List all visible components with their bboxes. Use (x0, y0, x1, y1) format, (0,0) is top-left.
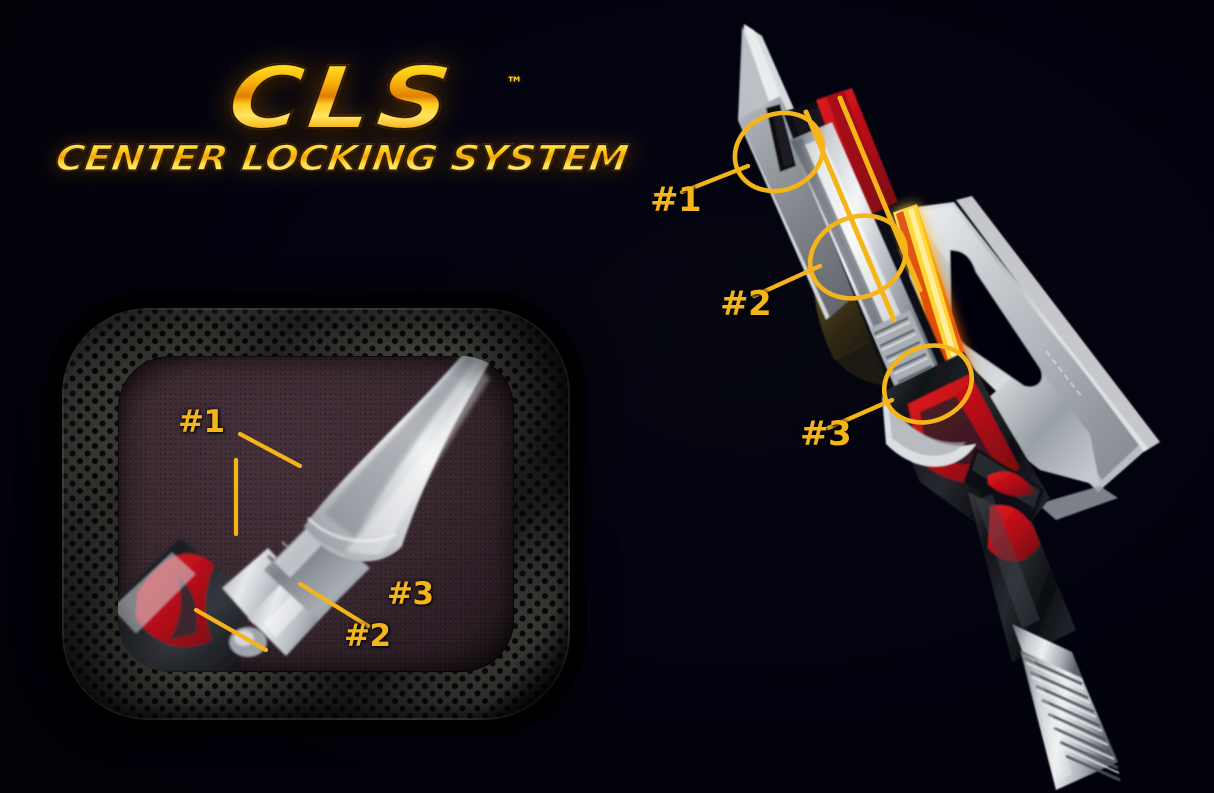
broadhead-artwork (679, 24, 1160, 790)
broadhead-callout-markers (679, 95, 975, 431)
cls-logo-block: CLS ™ CENTER LOCKING SYSTEM (52, 48, 631, 186)
threaded-shank (1020, 650, 1121, 790)
inset-callout-2-label: #2 (344, 618, 391, 654)
cls-logo-title: CLS (6, 48, 677, 150)
inset-callout-1-label: #1 (178, 404, 225, 440)
broadhead-cutaway-illustration (620, 0, 1214, 793)
broadhead-callout-1-label: #1 (650, 180, 702, 220)
inset-photo-panel (46, 292, 586, 736)
broadhead-callout-3-label: #3 (800, 414, 852, 454)
blade-engraving (1045, 350, 1082, 397)
cls-logo-subtitle: CENTER LOCKING SYSTEM (26, 138, 658, 179)
trademark-symbol: ™ (506, 74, 523, 94)
inset-callout-3-label: #3 (387, 576, 434, 612)
broadhead-callout-2-label: #2 (720, 284, 772, 324)
